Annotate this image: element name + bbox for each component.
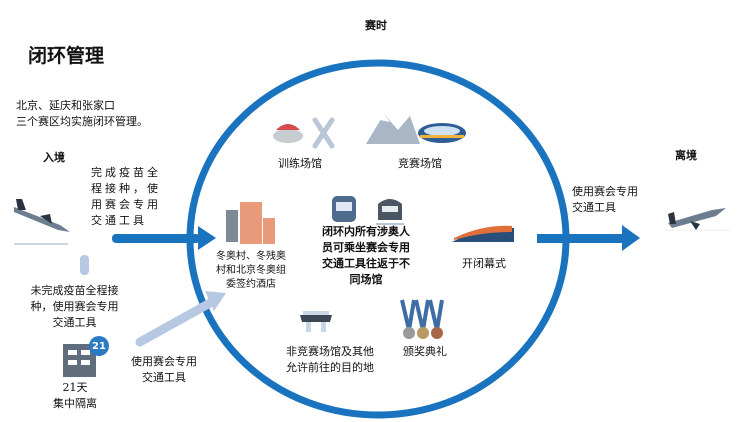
closed-loop-transport-text: 闭环内所有涉奥人员可乘坐赛会专用交通工具往返于不同场馆 [322,225,410,286]
medals-icon [400,299,444,339]
hotel-buildings-icon [226,202,275,244]
arrival-plane-icon [14,199,70,232]
exit-transport-text: 使用赛会专用交通工具 [572,185,638,214]
noncompetition-label: 非竞赛场馆及其他允许前往的目的地 [286,345,374,374]
phase-label: 赛时 [365,19,387,32]
ceremony-label: 开闭幕式 [462,257,506,270]
skis-icon [312,117,335,149]
curling-stone-icon [273,124,303,143]
hotels-label: 冬奥村、冬残奥村和北京冬奥组委签约酒店 [216,251,286,290]
train-icon [376,199,404,225]
departure-plane-icon [668,208,726,230]
ceremony-venue-icon [452,225,514,242]
quarantine-text: 21天集中隔离 [53,381,97,410]
training-venues-label: 训练场馆 [278,157,322,170]
mountain-icon [366,114,420,144]
bus-icon [332,196,356,222]
stadium-icon [418,123,466,143]
after-quarantine-text: 使用赛会专用交通工具 [131,355,197,384]
medal-ceremony-label: 颁奖典礼 [403,345,447,358]
entry-arrow [112,226,216,250]
quarantine-badge-text: 21 [92,341,106,352]
vaccinated-route-text: 完成疫苗全程接种，使用赛会专用交通工具 [91,166,161,227]
quarantine-connector [80,255,89,275]
competition-venues-label: 竞赛场馆 [398,157,442,170]
intro-text: 北京、延庆和张家口三个赛区均实施闭环管理。 [16,99,148,128]
exit-label: 离境 [675,149,697,162]
page-title: 闭环管理 [28,45,105,67]
21-days-badge [89,336,109,356]
quarantine-arrow [135,291,226,347]
pavilion-icon [300,311,332,332]
exit-arrow [537,225,640,251]
entry-label: 入境 [43,151,65,164]
unvaccinated-route-text: 未完成疫苗全程接种，使用赛会专用交通工具 [30,284,119,329]
